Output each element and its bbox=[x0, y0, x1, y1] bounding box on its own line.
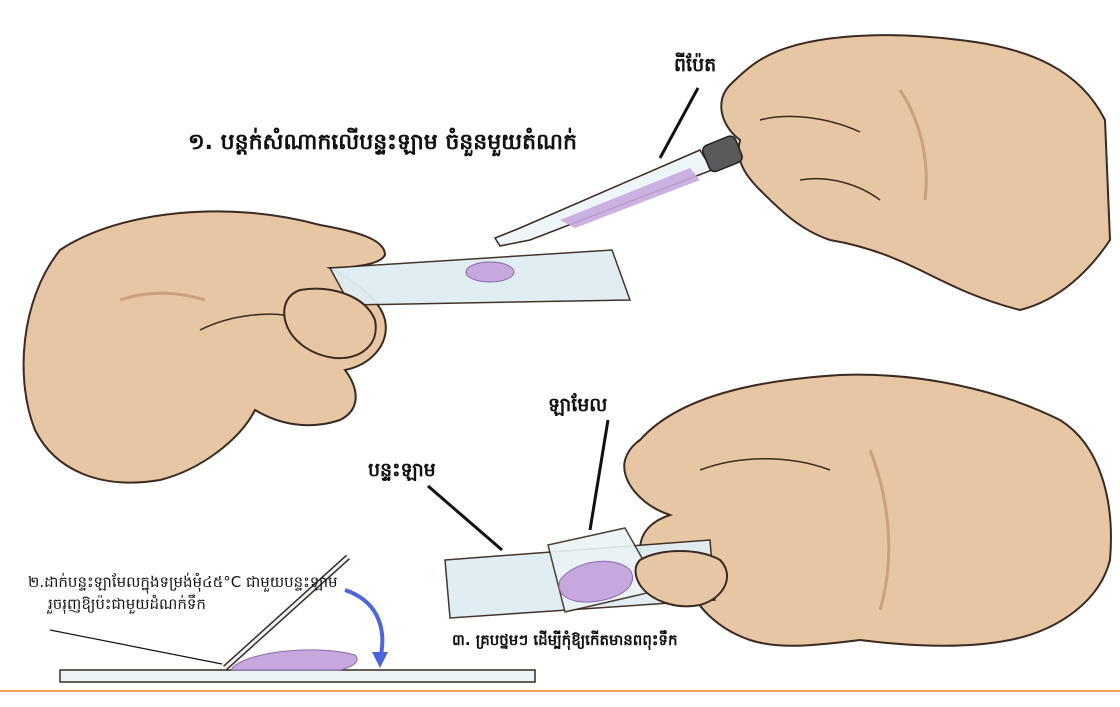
slide-pointer-line bbox=[428, 486, 502, 550]
step2-line2: រួចរុញឱ្យប៉ះជាមួយដំណក់ទឹក bbox=[48, 596, 206, 613]
step3-label: ៣. គ្របថ្នមៗ ដើម្បីកុំឱ្យកើតមានពពុះទឹក bbox=[452, 632, 677, 649]
bottom-rule bbox=[0, 690, 1120, 692]
cover-slip-label: ឡាមែល bbox=[548, 395, 607, 417]
coverslip-pointer-line bbox=[590, 420, 608, 530]
pipette-hand bbox=[721, 35, 1110, 310]
step2-line1: ២.ដាក់បន្ទះឡាមែលក្នុងទម្រង់មុំ៤៥°C ជាមួយ… bbox=[28, 574, 338, 591]
pipette-pointer-line bbox=[660, 88, 698, 158]
slide-label: បន្ទះឡាម bbox=[368, 460, 436, 482]
pipette-label: ពីប៉ែត bbox=[674, 55, 716, 77]
step1-label: ១. បន្តក់សំណាកលើបន្ទះឡាម ចំនួនមួយតំណក់ bbox=[188, 130, 577, 155]
